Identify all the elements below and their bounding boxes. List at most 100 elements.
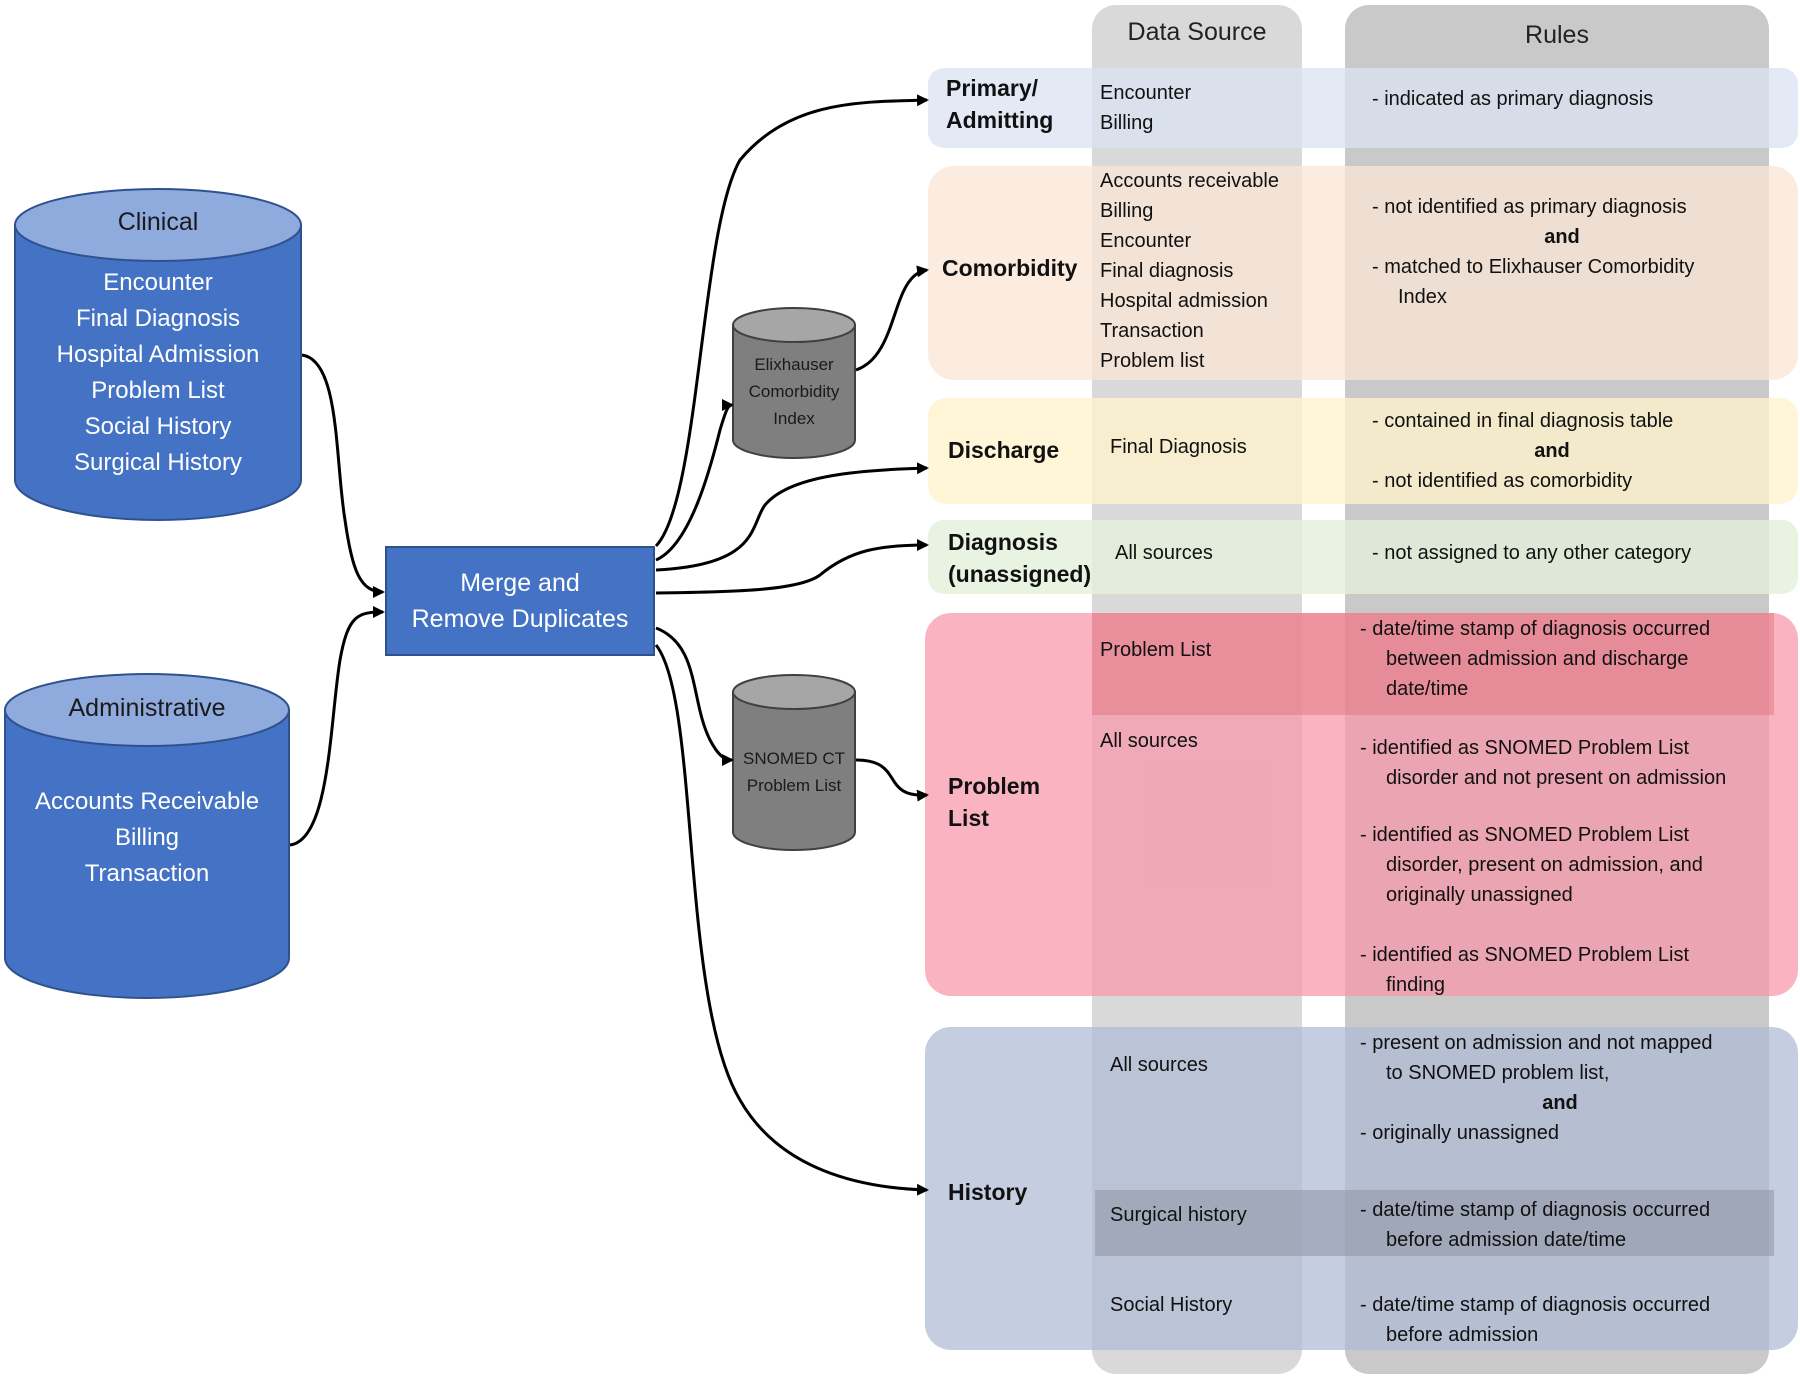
source-item: Social History xyxy=(1110,1294,1233,1316)
rule-text: before admission date/time xyxy=(1386,1229,1627,1251)
rule-text: date/time xyxy=(1386,678,1469,700)
snomed-label: SNOMED CT Problem List xyxy=(733,745,855,799)
rule-text: - identified as SNOMED Problem List xyxy=(1360,824,1690,846)
source-item: Problem list xyxy=(1100,350,1205,372)
problem-list-rule-2a: - identified as SNOMED Problem List diso… xyxy=(1360,733,1726,793)
history-source-1: All sources xyxy=(1110,1050,1208,1080)
elixhauser-line: Index xyxy=(773,409,815,428)
rule-text: - contained in final diagnosis table xyxy=(1372,410,1674,432)
clinical-item: Final Diagnosis xyxy=(75,305,241,332)
clinical-item: Social History xyxy=(84,413,232,440)
rule-text: Index xyxy=(1398,286,1447,308)
primary-rules: - indicated as primary diagnosis xyxy=(1372,84,1653,114)
category-primary: Primary/ Admitting xyxy=(946,72,1053,136)
rule-text: - present on admission and not mapped xyxy=(1360,1032,1713,1054)
merge-to-unassigned-arrow xyxy=(655,539,929,595)
merge-to-history-arrow xyxy=(654,644,929,1196)
administrative-title: Administrative xyxy=(68,694,226,722)
administrative-items: Accounts Receivable Billing Transaction xyxy=(5,784,289,892)
rule-text: - date/time stamp of diagnosis occurred xyxy=(1360,1294,1711,1316)
unassigned-band xyxy=(928,520,1798,594)
clinical-cylinder xyxy=(14,188,302,521)
history-source-3: Social History xyxy=(1110,1290,1232,1320)
category-label-line: History xyxy=(948,1179,1028,1205)
source-item: Billing xyxy=(1100,112,1154,134)
problem-list-rule-2c: - identified as SNOMED Problem List find… xyxy=(1360,940,1689,1000)
source-item: Surgical history xyxy=(1110,1204,1247,1226)
rule-text: - not assigned to any other category xyxy=(1372,542,1692,564)
source-item: Problem List xyxy=(1100,639,1212,661)
clinical-item: Problem List xyxy=(91,377,225,404)
category-label-line: Primary/ xyxy=(946,75,1039,101)
source-item: Encounter xyxy=(1100,82,1192,104)
category-label-line: (unassigned) xyxy=(948,561,1092,587)
unassigned-rules: - not assigned to any other category xyxy=(1372,538,1691,568)
history-band xyxy=(925,1027,1798,1350)
administrative-cylinder xyxy=(4,673,290,999)
snomed-cylinder xyxy=(732,674,856,851)
discharge-sources: Final Diagnosis xyxy=(1110,432,1247,462)
elixhauser-line: Comorbidity xyxy=(748,382,840,401)
rule-and: and xyxy=(1542,1092,1578,1114)
elixhauser-label: Elixhauser Comorbidity Index xyxy=(733,351,855,432)
rule-and: and xyxy=(1544,226,1580,248)
category-label-line: Admitting xyxy=(946,107,1054,133)
clinical-title: Clinical xyxy=(117,208,199,236)
category-label-line: List xyxy=(948,805,989,831)
merge-to-discharge-arrow xyxy=(655,462,929,572)
snomed-line: Problem List xyxy=(746,776,842,795)
merge-to-snomed-arrow xyxy=(655,626,734,766)
rule-text: - not identified as primary diagnosis xyxy=(1372,196,1687,218)
rule-text: - date/time stamp of diagnosis occurred xyxy=(1360,1199,1711,1221)
source-item: Encounter xyxy=(1100,230,1192,252)
history-rule-2: - date/time stamp of diagnosis occurred … xyxy=(1360,1195,1710,1255)
category-label-line: Diagnosis xyxy=(948,529,1058,555)
problem-list-rule-1: - date/time stamp of diagnosis occurred … xyxy=(1360,614,1710,704)
history-rule-1: - present on admission and not mapped to… xyxy=(1360,1028,1760,1148)
rule-text: - date/time stamp of diagnosis occurred xyxy=(1360,618,1711,640)
merge-label-line1: Merge and xyxy=(460,569,580,597)
source-item: All sources xyxy=(1100,730,1198,752)
rule-text: between admission and discharge xyxy=(1386,648,1689,670)
rules-header: Rules xyxy=(1525,21,1589,49)
problem-list-source-1: Problem List xyxy=(1100,635,1211,665)
primary-sources: Encounter Billing xyxy=(1100,78,1191,138)
category-unassigned: Diagnosis (unassigned) xyxy=(948,526,1091,590)
elixhauser-to-comorbidity-arrow xyxy=(855,265,929,372)
category-history: History xyxy=(948,1176,1027,1208)
category-problem-list: Problem List xyxy=(948,770,1040,834)
clinical-item: Encounter xyxy=(103,269,213,296)
clinical-items: Encounter Final Diagnosis Hospital Admis… xyxy=(15,265,301,481)
source-item: Final Diagnosis xyxy=(1110,436,1247,458)
clinical-item: Surgical History xyxy=(73,449,243,476)
snomed-line: SNOMED CT xyxy=(743,749,845,768)
admin-to-merge-arrow xyxy=(289,606,385,847)
category-label-line: Problem xyxy=(948,773,1041,799)
rule-text: - indicated as primary diagnosis xyxy=(1372,88,1654,110)
comorbidity-rules: - not identified as primary diagnosis an… xyxy=(1372,192,1752,312)
primary-band xyxy=(928,68,1798,148)
discharge-rules: - contained in final diagnosis table and… xyxy=(1372,406,1732,496)
category-comorbidity: Comorbidity xyxy=(942,252,1077,284)
rule-text: finding xyxy=(1386,974,1445,996)
rule-and: and xyxy=(1534,440,1570,462)
problem-list-sub-highlight xyxy=(1092,613,1774,715)
rule-text: disorder, present on admission, and xyxy=(1386,854,1703,876)
category-label-line: Comorbidity xyxy=(942,255,1078,281)
rule-text: to SNOMED problem list, xyxy=(1386,1062,1610,1084)
source-item: Final diagnosis xyxy=(1100,260,1234,282)
category-label-line: Discharge xyxy=(948,437,1060,463)
comorbidity-sources: Accounts receivable Billing Encounter Fi… xyxy=(1100,166,1279,376)
surgical-history-highlight xyxy=(1095,1190,1774,1256)
rule-text: - identified as SNOMED Problem List xyxy=(1360,737,1690,759)
discharge-band xyxy=(928,398,1798,504)
history-source-2: Surgical history xyxy=(1110,1200,1247,1230)
source-item: Hospital admission xyxy=(1100,290,1268,312)
unassigned-sources: All sources xyxy=(1115,538,1213,568)
merge-to-primary-arrow xyxy=(654,94,929,548)
source-item: Accounts receivable xyxy=(1100,170,1279,192)
administrative-item: Transaction xyxy=(84,860,210,887)
administrative-item: Accounts Receivable xyxy=(34,788,260,815)
source-item: All sources xyxy=(1115,542,1213,564)
